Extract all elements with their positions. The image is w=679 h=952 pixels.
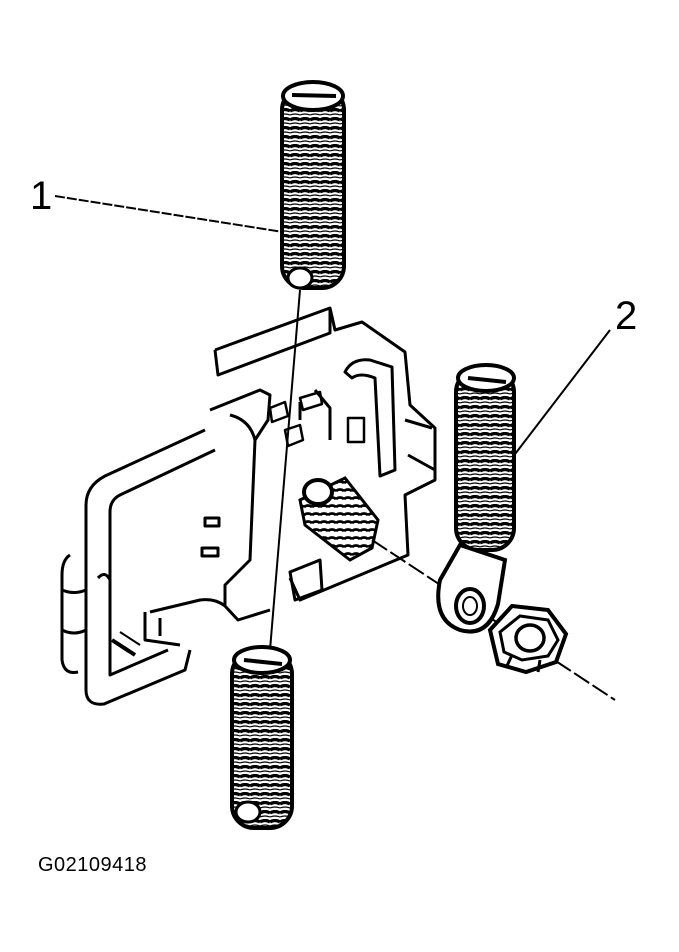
- hex-nut: [487, 603, 569, 675]
- stud-1-upper: [280, 80, 346, 290]
- bracket-terminal-spring: [298, 476, 380, 562]
- callout-2-label: 2: [615, 294, 638, 338]
- terminal-axis-line: [371, 539, 616, 701]
- stud-2-ring-terminal: [436, 363, 516, 634]
- stud-1-lower: [230, 645, 294, 830]
- leader-line-1: [54, 195, 284, 233]
- stud-alignment-line: [269, 289, 301, 651]
- leader-line-2: [511, 329, 611, 459]
- figure-code: G02109418: [38, 854, 148, 876]
- callout-1-label: 1: [30, 174, 53, 218]
- mounting-bracket: [60, 306, 437, 706]
